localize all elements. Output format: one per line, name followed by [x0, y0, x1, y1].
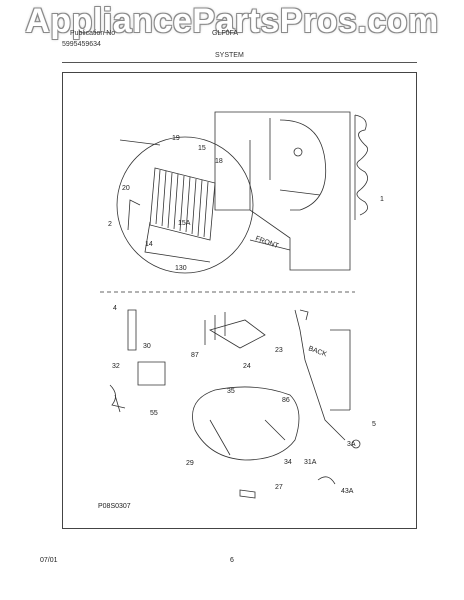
callout-87: 87 — [191, 352, 199, 359]
callout-19: 19 — [172, 135, 180, 142]
evaporator-inset — [116, 136, 254, 274]
bracket — [209, 319, 266, 349]
page-number: 6 — [230, 557, 234, 564]
diagram-frame — [62, 72, 417, 529]
callout-86: 86 — [282, 397, 290, 404]
callout-1: 1 — [380, 196, 384, 203]
callout-3a: 3A — [347, 441, 356, 448]
callout-31a: 31A — [304, 459, 317, 466]
callout-29: 29 — [186, 460, 194, 467]
label-front: FRONT — [254, 235, 280, 250]
section-title: SYSTEM — [215, 52, 244, 59]
label-back: BACK — [307, 345, 328, 358]
callout-14: 14 — [145, 241, 153, 248]
callout-2: 2 — [108, 221, 112, 228]
callout-23: 23 — [275, 347, 283, 354]
callout-15: 15 — [198, 145, 206, 152]
drier — [127, 309, 137, 351]
watermark-logo: AppliancePartsPros.com — [25, 2, 439, 40]
model-number: GLF0FA — [212, 30, 239, 37]
footer-date: 07/01 — [40, 557, 58, 564]
compressor — [192, 386, 300, 461]
callout-20: 20 — [122, 185, 130, 192]
callout-43a: 43A — [341, 488, 354, 495]
callout-55: 55 — [150, 410, 158, 417]
callout-27: 27 — [275, 484, 283, 491]
callout-32: 32 — [112, 363, 120, 370]
callout-5: 5 — [372, 421, 376, 428]
callout-24: 24 — [243, 363, 251, 370]
callout-15a: 15A — [178, 220, 191, 227]
callout-30: 30 — [143, 343, 151, 350]
condenser-coil — [354, 114, 368, 216]
callout-130: 130 — [175, 265, 187, 272]
callout-35: 35 — [227, 388, 235, 395]
callout-4: 4 — [113, 305, 117, 312]
publication-number: 5995459634 — [62, 41, 101, 48]
cabinet-outline — [214, 111, 351, 271]
callout-18: 18 — [215, 158, 223, 165]
header-rule — [62, 62, 417, 63]
evaporator — [149, 167, 216, 241]
callout-34: 34 — [284, 459, 292, 466]
wire-harness — [294, 309, 346, 441]
publication-label: Publication No — [70, 30, 116, 37]
diagram-code: P08S0307 — [98, 503, 131, 510]
relay — [137, 361, 166, 386]
